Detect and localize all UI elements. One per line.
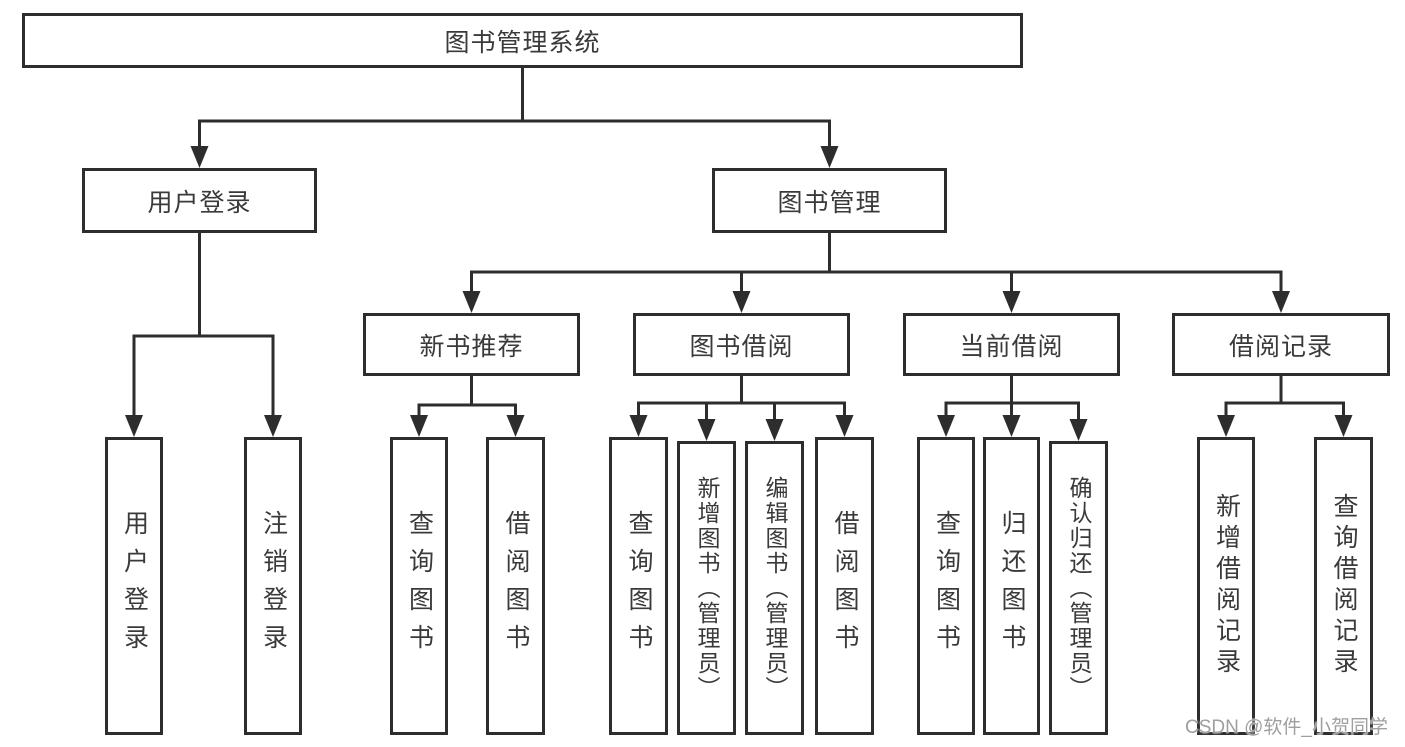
node-login: 用户登录 — [105, 437, 163, 735]
node-borrowing-borrow-books: 借阅图书 — [815, 437, 874, 735]
node-book-borrowing: 图书借阅 — [633, 313, 850, 376]
node-borrowing-edit-books-admin: 编辑图书（管理员） — [745, 441, 804, 735]
node-new-book-recommend: 新书推荐 — [363, 313, 580, 376]
node-borrowing-query-books: 查询图书 — [609, 437, 668, 735]
node-borrowing-add-books-admin: 新增图书（管理员） — [677, 441, 736, 735]
node-login-label: 用户登录 — [120, 510, 149, 662]
node-records-add-record-label: 新增借阅记录 — [1212, 493, 1241, 679]
node-recommend-borrow-books: 借阅图书 — [486, 437, 545, 735]
node-current-return-books-label: 归还图书 — [998, 510, 1026, 662]
node-borrowing-records: 借阅记录 — [1172, 313, 1390, 376]
node-recommend-query-books: 查询图书 — [390, 437, 448, 735]
node-current-borrowing: 当前借阅 — [903, 313, 1120, 376]
node-current-return-books: 归还图书 — [983, 437, 1040, 735]
node-logout-label: 注销登录 — [259, 510, 288, 662]
node-borrowing-edit-books-admin-label: 编辑图书（管理员） — [762, 475, 788, 701]
node-borrowing-query-books-label: 查询图书 — [625, 510, 653, 662]
node-records-query-record-label: 查询借阅记录 — [1330, 493, 1358, 679]
node-records-query-record: 查询借阅记录 — [1314, 437, 1373, 735]
node-current-confirm-return-admin: 确认归还（管理员） — [1049, 441, 1108, 735]
node-user-login: 用户登录 — [82, 168, 317, 233]
node-borrowing-add-books-admin-label: 新增图书（管理员） — [694, 475, 720, 701]
node-recommend-borrow-books-label: 借阅图书 — [502, 510, 530, 662]
node-logout: 注销登录 — [244, 437, 302, 735]
node-library-system: 图书管理系统 — [22, 13, 1023, 68]
node-records-add-record: 新增借阅记录 — [1197, 437, 1255, 735]
node-recommend-query-books-label: 查询图书 — [405, 510, 434, 662]
node-current-query-books-label: 查询图书 — [932, 510, 961, 662]
node-current-query-books: 查询图书 — [917, 437, 975, 735]
watermark: CSDN @软件_小贺同学 — [1185, 717, 1388, 738]
node-borrowing-borrow-books-label: 借阅图书 — [831, 510, 859, 662]
node-current-confirm-return-admin-label: 确认归还（管理员） — [1066, 475, 1092, 701]
node-book-management: 图书管理 — [712, 168, 947, 233]
